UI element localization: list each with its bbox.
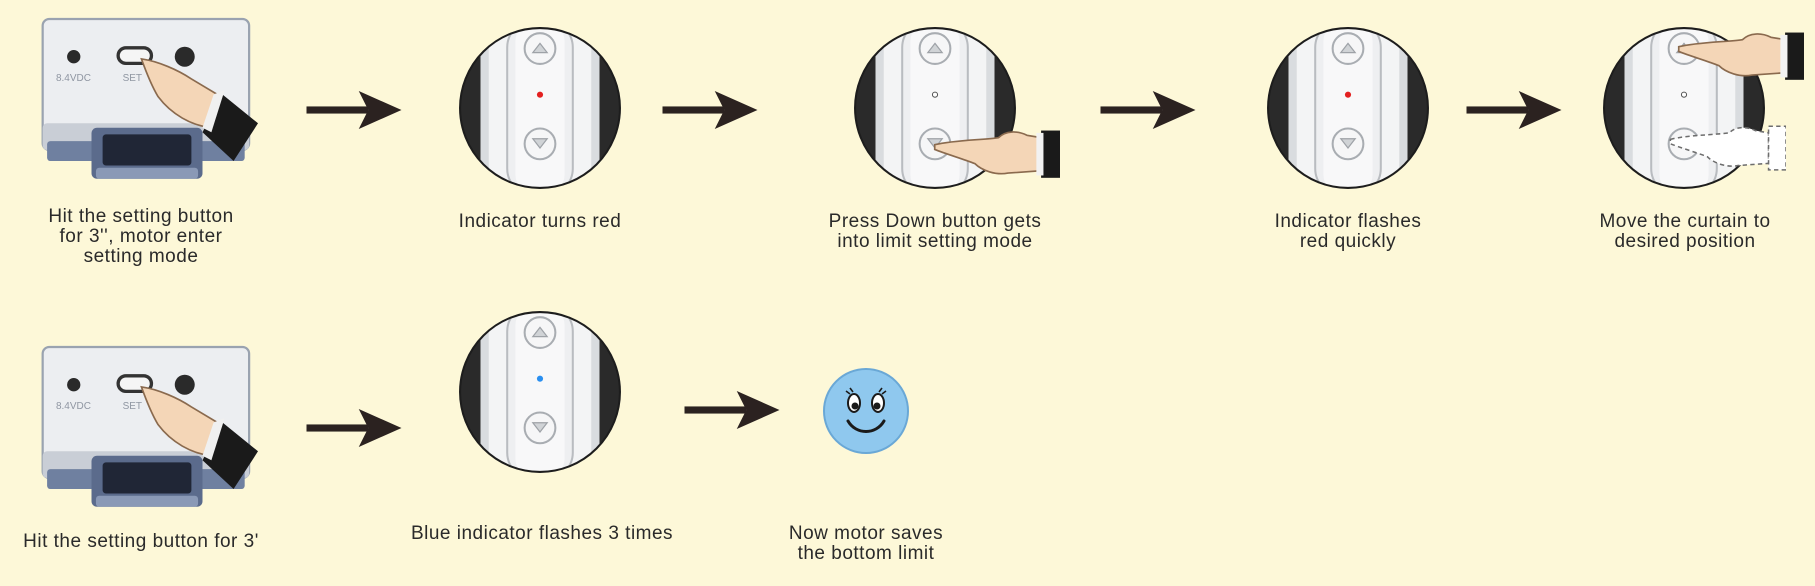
ghost-hand-icon: [1666, 118, 1786, 176]
port-label-set: SET: [123, 401, 142, 412]
arrow-right-icon: [1100, 91, 1196, 129]
arrow-right-icon: [684, 391, 780, 429]
arrow-right-icon: [662, 91, 758, 129]
device-setting-button-figure: 8.4VDC SET: [36, 344, 258, 512]
caption-row2-step-2: Blue indicator flashes 3 times: [410, 523, 674, 544]
port-label-dc: 8.4VDC: [56, 73, 91, 84]
smiley-face-icon: [823, 368, 909, 454]
indicator-light: [1680, 91, 1688, 98]
remote-move-curtain-figure: [1602, 26, 1766, 190]
indicator-light: [931, 91, 939, 98]
caption-step-1: Hit the setting button for 3'', motor en…: [48, 206, 234, 267]
arrow-right-icon: [1466, 91, 1562, 129]
remote-press-down-figure: [853, 26, 1017, 190]
pointing-hand-icon: [1674, 24, 1804, 86]
remote-indicator-red-figure: [458, 26, 622, 190]
device-setting-button-figure: 8.4VDC SET: [36, 16, 258, 184]
indicator-light: [536, 91, 544, 98]
caption-step-5: Move the curtain to desired position: [1599, 211, 1771, 252]
port-label-dc: 8.4VDC: [56, 401, 91, 412]
indicator-light: [1344, 91, 1352, 98]
caption-step-3: Press Down button gets into limit settin…: [828, 211, 1042, 252]
caption-row2-step-1: Hit the setting button for 3': [23, 531, 259, 552]
caption-step-4: Indicator flashes red quickly: [1274, 211, 1422, 252]
caption-row2-step-3: Now motor saves the bottom limit: [788, 523, 944, 564]
indicator-light: [536, 375, 544, 382]
remote-flash-red-figure: [1266, 26, 1430, 190]
arrow-right-icon: [306, 91, 402, 129]
remote-indicator-blue-figure: [458, 310, 622, 474]
caption-step-2: Indicator turns red: [458, 211, 622, 232]
arrow-right-icon: [306, 409, 402, 447]
port-label-set: SET: [123, 73, 142, 84]
pointing-hand-icon: [930, 122, 1060, 184]
